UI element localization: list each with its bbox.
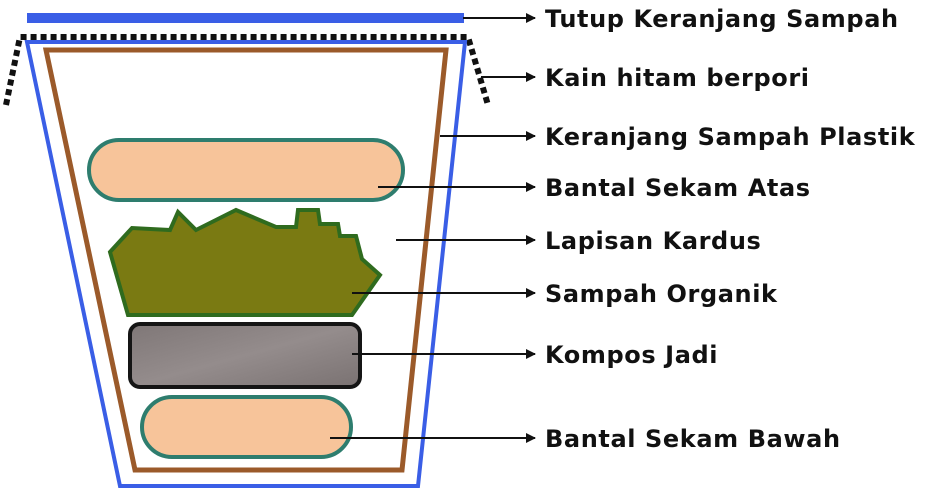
inner-liner — [42, 47, 449, 473]
label-cloth: Kain hitam berpori — [545, 64, 810, 92]
organic-waste — [107, 207, 383, 317]
top-husk-pillow — [87, 138, 405, 202]
label-lid: Tutup Keranjang Sampah — [545, 5, 899, 33]
lid-bar — [27, 13, 464, 23]
bottom-husk-pillow — [140, 395, 353, 459]
label-bottom-pillow: Bantal Sekam Bawah — [545, 425, 841, 453]
label-compost: Kompos Jadi — [545, 341, 718, 369]
finished-compost — [128, 322, 362, 389]
plastic-basket — [24, 40, 468, 488]
label-cardboard: Lapisan Kardus — [545, 227, 761, 255]
label-basket: Keranjang Sampah Plastik — [545, 123, 916, 151]
porous-cloth — [3, 34, 491, 106]
label-top-pillow: Bantal Sekam Atas — [545, 174, 811, 202]
label-organic: Sampah Organik — [545, 280, 778, 308]
